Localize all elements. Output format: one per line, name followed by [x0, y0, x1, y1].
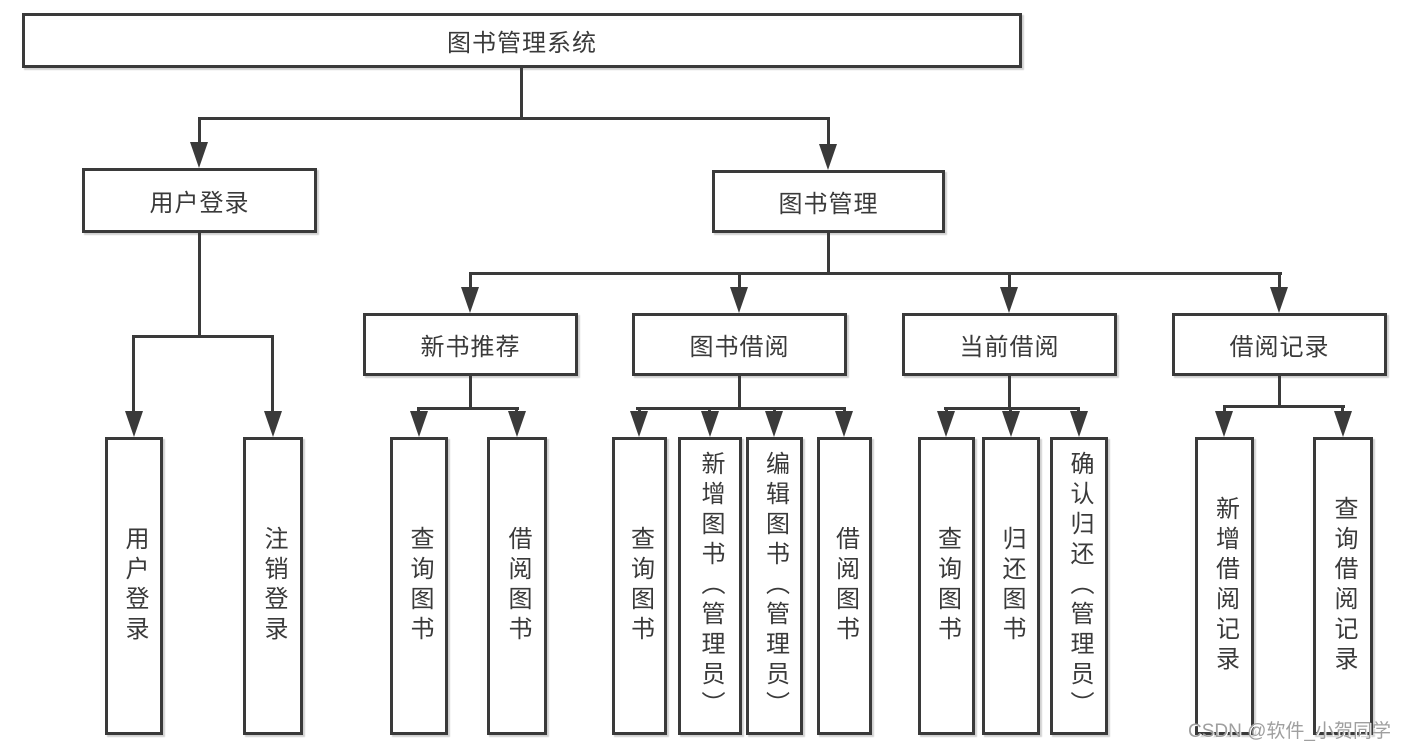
- connector-line: [1008, 272, 1011, 287]
- connector-line: [738, 376, 741, 407]
- connector-line: [469, 272, 1282, 275]
- node-book-borrowing: 图书借阅: [632, 313, 847, 376]
- connector-line: [708, 407, 711, 413]
- leaf-return-book: 归还图书: [982, 437, 1040, 735]
- connector-line: [520, 68, 523, 117]
- node-new-book-recommendation-label: 新书推荐: [420, 334, 521, 361]
- leaf-borrow-book-label: 借阅图书: [831, 526, 859, 646]
- arrow-down-icon: [630, 411, 648, 437]
- leaf-logout: 注销登录: [243, 437, 303, 735]
- leaf-add-borrow-record: 新增借阅记录: [1195, 437, 1254, 735]
- arrow-down-icon: [1215, 411, 1233, 437]
- leaf-current-query-book: 查询图书: [918, 437, 975, 735]
- leaf-recommend-borrow-book: 借阅图书: [487, 437, 547, 735]
- connector-line: [1341, 405, 1344, 413]
- leaf-recommend-borrow-book-label: 借阅图书: [504, 526, 531, 646]
- connector-line: [738, 272, 741, 287]
- node-root: 图书管理系统: [22, 13, 1022, 68]
- connector-line: [843, 407, 846, 413]
- leaf-borrowing-query-book: 查询图书: [612, 437, 667, 735]
- arrow-down-icon: [1070, 411, 1088, 437]
- leaf-logout-label: 注销登录: [260, 526, 287, 646]
- connector-line: [945, 407, 948, 413]
- connector-line: [469, 272, 472, 287]
- connector-line: [132, 335, 274, 338]
- connector-line: [944, 407, 1080, 410]
- connector-line: [271, 335, 274, 411]
- arrow-down-icon: [264, 411, 282, 437]
- arrow-down-icon: [1334, 411, 1352, 437]
- connector-line: [198, 117, 830, 120]
- node-book-management: 图书管理: [712, 170, 945, 233]
- arrow-down-icon: [410, 411, 428, 437]
- connector-line: [469, 376, 472, 407]
- connector-line: [417, 407, 420, 413]
- arrow-down-icon: [937, 411, 955, 437]
- leaf-add-book-admin: 新增图书（管理员）: [678, 437, 742, 735]
- arrow-down-icon: [461, 287, 479, 313]
- leaf-current-query-book-label: 查询图书: [933, 526, 961, 646]
- arrow-down-icon: [835, 411, 853, 437]
- arrow-down-icon: [125, 411, 143, 437]
- arrow-down-icon: [508, 411, 526, 437]
- node-user-login-label: 用户登录: [149, 190, 250, 217]
- node-user-login: 用户登录: [82, 168, 317, 233]
- arrow-down-icon: [730, 287, 748, 313]
- node-book-borrowing-label: 图书借阅: [689, 334, 790, 361]
- connector-line: [1077, 407, 1080, 413]
- node-new-book-recommendation: 新书推荐: [363, 313, 578, 376]
- leaf-edit-book-admin: 编辑图书（管理员）: [746, 437, 803, 735]
- leaf-borrowing-query-book-label: 查询图书: [626, 526, 654, 646]
- connector-line: [1223, 405, 1345, 408]
- leaf-query-borrow-record-label: 查询借阅记录: [1330, 496, 1357, 676]
- leaf-recommend-query-book-label: 查询图书: [406, 526, 433, 646]
- leaf-confirm-return-admin: 确认归还（管理员）: [1050, 437, 1108, 735]
- connector-line: [132, 335, 135, 411]
- connector-line: [198, 117, 201, 142]
- node-book-management-label: 图书管理: [778, 191, 879, 218]
- arrow-down-icon: [819, 144, 837, 170]
- leaf-query-borrow-record: 查询借阅记录: [1313, 437, 1373, 735]
- arrow-down-icon: [765, 411, 783, 437]
- node-current-borrowing: 当前借阅: [902, 313, 1117, 376]
- connector-line: [638, 407, 641, 413]
- arrow-down-icon: [1270, 287, 1288, 313]
- connector-line: [1009, 407, 1012, 413]
- connector-line: [827, 117, 830, 144]
- watermark: CSDN @软件_小贺同学: [1188, 721, 1391, 742]
- connector-line: [773, 407, 776, 413]
- connector-line: [1223, 405, 1226, 413]
- leaf-user-login: 用户登录: [105, 437, 163, 735]
- leaf-borrow-book: 借阅图书: [817, 437, 872, 735]
- node-root-label: 图书管理系统: [447, 30, 597, 57]
- connector-line: [515, 407, 518, 413]
- node-borrowing-records-label: 借阅记录: [1229, 334, 1330, 361]
- connector-line: [1278, 376, 1281, 405]
- node-current-borrowing-label: 当前借阅: [959, 334, 1060, 361]
- leaf-user-login-label: 用户登录: [121, 526, 148, 646]
- connector-line: [1008, 376, 1011, 407]
- connector-line: [1278, 272, 1281, 287]
- node-borrowing-records: 借阅记录: [1172, 313, 1387, 376]
- leaf-edit-book-admin-label: 编辑图书（管理员）: [761, 451, 789, 721]
- leaf-recommend-query-book: 查询图书: [390, 437, 448, 735]
- leaf-confirm-return-admin-label: 确认归还（管理员）: [1066, 451, 1093, 721]
- connector-line: [417, 407, 519, 410]
- leaf-return-book-label: 归还图书: [998, 526, 1025, 646]
- arrow-down-icon: [1000, 287, 1018, 313]
- arrow-down-icon: [1002, 411, 1020, 437]
- arrow-down-icon: [190, 142, 208, 168]
- leaf-add-book-admin-label: 新增图书（管理员）: [697, 451, 724, 721]
- connector-line: [636, 407, 846, 410]
- connector-line: [827, 233, 830, 272]
- connector-line: [198, 233, 201, 335]
- leaf-add-borrow-record-label: 新增借阅记录: [1211, 496, 1239, 676]
- arrow-down-icon: [701, 411, 719, 437]
